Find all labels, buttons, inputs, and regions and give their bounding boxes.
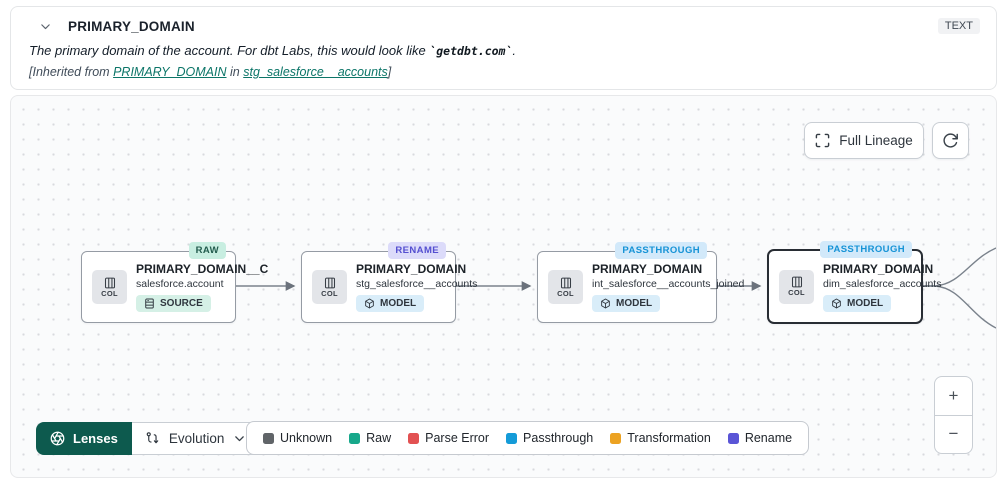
lens-badge: PASSTHROUGH — [615, 242, 707, 259]
inherited-note: [Inherited from PRIMARY_DOMAIN in stg_sa… — [29, 65, 980, 79]
node-subtitle: salesforce.account — [136, 278, 224, 290]
legend-item-rename: Rename — [727, 431, 793, 445]
node-body: PRIMARY_DOMAIN dim_salesforce_accounts M… — [823, 262, 941, 312]
aperture-icon — [50, 431, 65, 446]
evolution-route-icon — [146, 432, 159, 444]
node-subtitle: dim_salesforce_accounts — [823, 277, 942, 290]
collapse-toggle[interactable] — [37, 18, 53, 34]
legend-swatch — [610, 432, 622, 444]
lineage-node-source[interactable]: RAW COL PRIMARY_DOMAIN__C salesforce.acc… — [81, 242, 268, 323]
legend-item-parse-error: Parse Error — [408, 431, 489, 445]
resource-label: MODEL — [380, 298, 417, 309]
node-title: PRIMARY_DOMAIN — [356, 262, 467, 276]
zoom-divider — [935, 414, 972, 416]
inherited-suffix: ] — [387, 65, 392, 79]
legend-label: Unknown — [280, 431, 333, 445]
zoom-out-button[interactable]: − — [935, 416, 972, 454]
column-chip: COL — [312, 270, 347, 304]
legend-swatch — [506, 432, 518, 444]
lineage-node-intermediate[interactable]: PASSTHROUGH COL PRIMARY_DOMAIN int_sales… — [537, 242, 744, 323]
col-label: COL — [557, 288, 574, 298]
columns-icon — [324, 277, 335, 288]
inherited-column-link[interactable]: PRIMARY_DOMAIN — [113, 65, 227, 79]
column-chip: COL — [92, 270, 127, 304]
lens-badge: RENAME — [388, 242, 446, 259]
lineage-canvas[interactable]: Full Lineage RAW COL PRIMARY_DOMAIN__C s… — [10, 95, 997, 478]
resource-type-chip: SOURCE — [136, 295, 211, 312]
refresh-button[interactable] — [932, 122, 969, 159]
lens-badge: RAW — [188, 242, 226, 259]
node-body: PRIMARY_DOMAIN int_salesforce__accounts_… — [592, 262, 744, 312]
legend-label: Passthrough — [523, 431, 594, 445]
model-icon — [365, 298, 374, 309]
evolution-lens-dropdown[interactable]: Evolution — [131, 422, 261, 455]
column-type-badge: TEXT — [937, 18, 980, 34]
resource-label: MODEL — [616, 298, 653, 309]
description-period: . — [512, 43, 517, 58]
zoom-controls: + − — [934, 376, 973, 454]
legend-label: Transformation — [627, 431, 711, 445]
resource-type-chip: MODEL — [592, 295, 661, 312]
col-label: COL — [788, 288, 805, 297]
refresh-icon — [943, 133, 958, 148]
node-title: PRIMARY_DOMAIN — [823, 261, 934, 276]
lineage-node-staging[interactable]: RENAME COL PRIMARY_DOMAIN stg_salesforce… — [301, 242, 477, 323]
lenses-button[interactable]: Lenses — [36, 422, 132, 455]
columns-icon — [560, 277, 571, 288]
resource-label: MODEL — [847, 297, 884, 309]
model-icon — [832, 298, 841, 308]
resource-label: SOURCE — [160, 298, 203, 309]
legend-label: Parse Error — [425, 431, 490, 445]
zoom-in-button[interactable]: + — [935, 377, 972, 415]
column-description: The primary domain of the account. For d… — [29, 43, 980, 58]
resource-type-chip: MODEL — [823, 294, 892, 312]
inherited-prefix: [Inherited from — [29, 65, 114, 79]
node-body: PRIMARY_DOMAIN stg_salesforce__accounts … — [356, 262, 477, 312]
legend-swatch — [263, 432, 274, 444]
col-label: COL — [321, 288, 338, 298]
column-name-title: PRIMARY_DOMAIN — [68, 18, 195, 34]
lens-legend: Unknown Raw Parse Error Passthrough Tran… — [246, 421, 810, 455]
column-chip: COL — [548, 270, 583, 304]
node-body: PRIMARY_DOMAIN__C salesforce.account SOU… — [136, 262, 268, 312]
expand-corners-icon — [815, 133, 830, 148]
col-label: COL — [101, 288, 118, 298]
node-title: PRIMARY_DOMAIN__C — [136, 262, 269, 276]
legend-swatch — [727, 432, 739, 444]
legend-label: Rename — [744, 431, 793, 445]
columns-icon — [791, 276, 802, 288]
lineage-node-dim-selected[interactable]: PASSTHROUGH COL PRIMARY_DOMAIN dim_sales… — [767, 241, 941, 324]
resource-type-chip: MODEL — [356, 295, 425, 312]
chevron-down-icon — [40, 23, 50, 29]
inherited-middle: in — [226, 65, 244, 79]
column-title-row: PRIMARY_DOMAIN TEXT — [29, 16, 980, 36]
legend-swatch — [408, 432, 420, 444]
lenses-label: Lenses — [73, 431, 118, 446]
legend-item-passthrough: Passthrough — [506, 431, 593, 445]
column-details-card: PRIMARY_DOMAIN TEXT The primary domain o… — [10, 6, 997, 90]
node-subtitle: stg_salesforce__accounts — [356, 278, 478, 290]
source-icon — [145, 298, 154, 309]
column-chip: COL — [779, 269, 814, 304]
node-title: PRIMARY_DOMAIN — [592, 262, 703, 276]
node-subtitle: int_salesforce__accounts_joined — [592, 278, 745, 290]
description-code: `getdbt.com` — [429, 44, 513, 58]
lenses-control: Lenses Evolution — [36, 422, 261, 455]
full-lineage-label: Full Lineage — [839, 133, 913, 148]
selected-lens-label: Evolution — [168, 431, 225, 446]
legend-item-transformation: Transformation — [610, 431, 711, 445]
legend-item-unknown: Unknown — [263, 431, 332, 445]
lens-badge: PASSTHROUGH — [820, 241, 912, 258]
model-icon — [601, 298, 610, 309]
legend-label: Raw — [366, 431, 392, 445]
inherited-model-link[interactable]: stg_salesforce__accounts — [243, 65, 388, 79]
full-lineage-button[interactable]: Full Lineage — [804, 122, 924, 159]
chevron-down-icon — [235, 436, 245, 442]
columns-icon — [104, 277, 115, 288]
description-text: The primary domain of the account. For d… — [29, 43, 430, 58]
legend-swatch — [349, 432, 361, 444]
legend-item-raw: Raw — [349, 431, 391, 445]
